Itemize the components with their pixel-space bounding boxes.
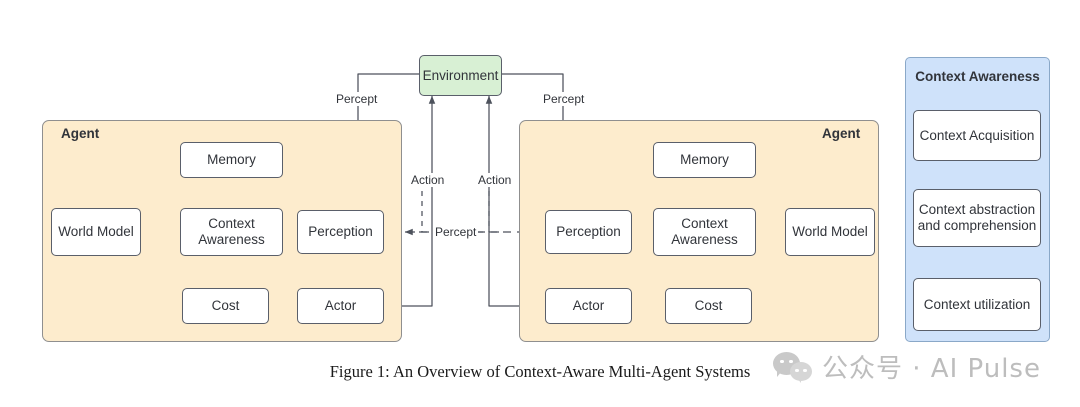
context-acquisition-label: Context Acquisition	[919, 127, 1035, 143]
right-context-awareness-node[interactable]: Context Awareness	[653, 208, 756, 256]
right-context-awareness-label-line1: Context	[681, 216, 728, 232]
left-context-awareness-label-line2: Awareness	[198, 232, 265, 247]
right-context-awareness-label-line2: Awareness	[671, 232, 738, 247]
action-label-left: Action	[409, 173, 447, 187]
environment-node[interactable]: Environment	[419, 55, 502, 96]
watermark: 公众号 · AI Pulse	[773, 348, 1041, 385]
left-world-model-label: World Model	[58, 224, 134, 240]
percept-label-left: Percept	[334, 92, 380, 106]
left-cost-node[interactable]: Cost	[182, 288, 269, 324]
context-awareness-panel-title: Context Awareness	[915, 69, 1040, 84]
left-context-awareness-node[interactable]: Context Awareness	[180, 208, 283, 256]
right-actor-node[interactable]: Actor	[545, 288, 632, 324]
wechat-logo-icon	[773, 351, 813, 383]
right-cost-label: Cost	[694, 298, 723, 314]
left-cost-label: Cost	[211, 298, 240, 314]
right-perception-node[interactable]: Perception	[545, 210, 632, 254]
percept-label-between: Percept	[433, 225, 479, 239]
right-memory-label: Memory	[680, 152, 729, 168]
watermark-text: 公众号 · AI Pulse	[822, 354, 1041, 384]
left-actor-node[interactable]: Actor	[297, 288, 384, 324]
right-agent-title: Agent	[822, 126, 861, 141]
right-actor-label: Actor	[572, 298, 605, 314]
context-acquisition-node[interactable]: Context Acquisition	[913, 110, 1041, 161]
left-context-awareness-label-line1: Context	[208, 216, 255, 232]
left-memory-node[interactable]: Memory	[180, 142, 283, 178]
context-abstraction-label-line2: and comprehension	[917, 218, 1037, 233]
left-actor-label: Actor	[324, 298, 357, 314]
context-abstraction-label-line1: Context abstraction	[918, 202, 1036, 218]
left-memory-label: Memory	[207, 152, 256, 168]
percept-label-right: Percept	[541, 92, 587, 106]
right-perception-label: Perception	[556, 224, 621, 240]
figure-caption: Figure 1: An Overview of Context-Aware M…	[329, 362, 751, 381]
right-cost-node[interactable]: Cost	[665, 288, 752, 324]
environment-label: Environment	[422, 68, 499, 83]
action-label-right: Action	[476, 173, 514, 187]
left-agent-title: Agent	[61, 126, 100, 141]
left-perception-label: Perception	[308, 224, 373, 240]
left-perception-node[interactable]: Perception	[297, 210, 384, 254]
left-world-model-node[interactable]: World Model	[51, 208, 141, 256]
right-world-model-node[interactable]: World Model	[785, 208, 875, 256]
context-utilization-label: Context utilization	[923, 296, 1031, 312]
context-abstraction-node[interactable]: Context abstraction and comprehension	[913, 189, 1041, 247]
context-utilization-node[interactable]: Context utilization	[913, 278, 1041, 331]
right-memory-node[interactable]: Memory	[653, 142, 756, 178]
right-world-model-label: World Model	[792, 224, 868, 240]
